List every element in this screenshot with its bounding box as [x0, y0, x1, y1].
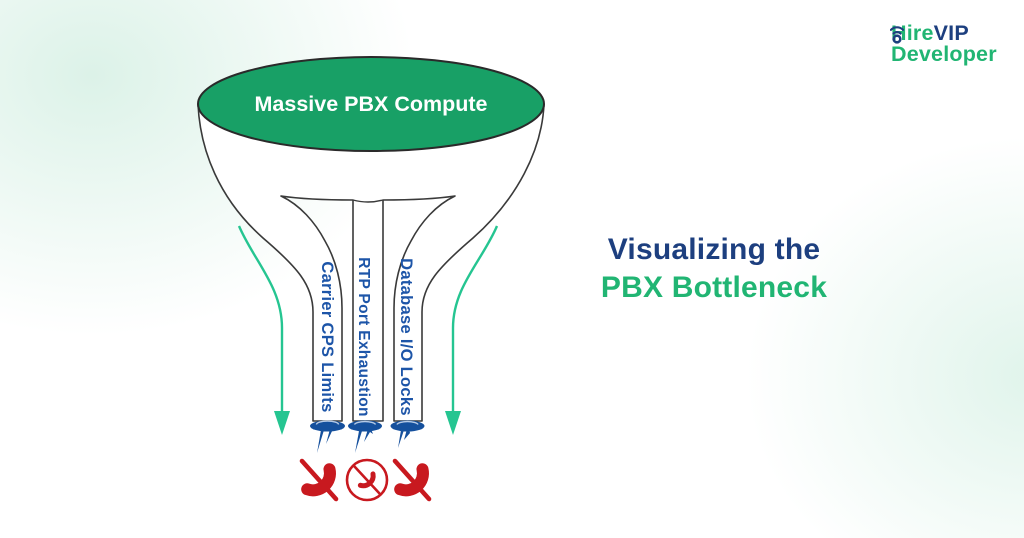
flow-arrow-left: [237, 225, 290, 435]
outlet-highlight: [396, 420, 419, 425]
outlet-highlight: [315, 420, 340, 425]
drip-marks-left: [326, 429, 333, 444]
slash: [392, 458, 432, 502]
compute-disc-label: Massive PBX Compute: [255, 92, 488, 116]
logo-ip: IP: [948, 21, 969, 45]
drip-marks-middle: [364, 429, 373, 442]
down-arrow-icon: [445, 411, 461, 435]
logo-v: V: [933, 21, 949, 45]
no-call-circle-icon: [345, 458, 389, 502]
tube-outlet-left: [310, 420, 345, 432]
down-arrow-icon: [237, 225, 284, 413]
headline-line1: Visualizing the: [607, 233, 821, 266]
headline: Visualizing the PBX Bottleneck: [575, 231, 853, 307]
phone-slash-icon-left: [299, 458, 339, 502]
tube-label-carrier-cps: Carrier CPS Limits: [318, 261, 336, 412]
circle-outline: [345, 458, 389, 502]
funnel-middle-notch-line: [352, 199, 384, 203]
flow-arrow-right: [445, 225, 499, 435]
outlet-highlight: [353, 420, 377, 425]
down-arrow-icon: [451, 225, 499, 413]
brand-logo: HireV IP Developer: [890, 21, 997, 66]
wifi-o-icon: [890, 26, 904, 44]
headline-line2: PBX Bottleneck: [600, 271, 828, 304]
drip-marks-left: [317, 430, 324, 453]
drip-marks: [317, 429, 410, 453]
drip-marks-right: [404, 429, 410, 440]
compute-disc: [197, 56, 545, 152]
tube-label-database-io: Database I/O Locks: [397, 258, 415, 416]
slash: [299, 458, 339, 502]
down-arrow-icon: [274, 411, 290, 435]
drip-marks-right: [398, 430, 404, 448]
drip-marks-middle: [355, 431, 362, 453]
tube-label-rtp-port: RTP Port Exhaustion: [355, 257, 372, 417]
logo-developer: Developer: [891, 42, 997, 66]
phone-slash-icon-right: [392, 458, 432, 502]
slash: [353, 465, 381, 495]
tube-outlets: [310, 420, 425, 432]
